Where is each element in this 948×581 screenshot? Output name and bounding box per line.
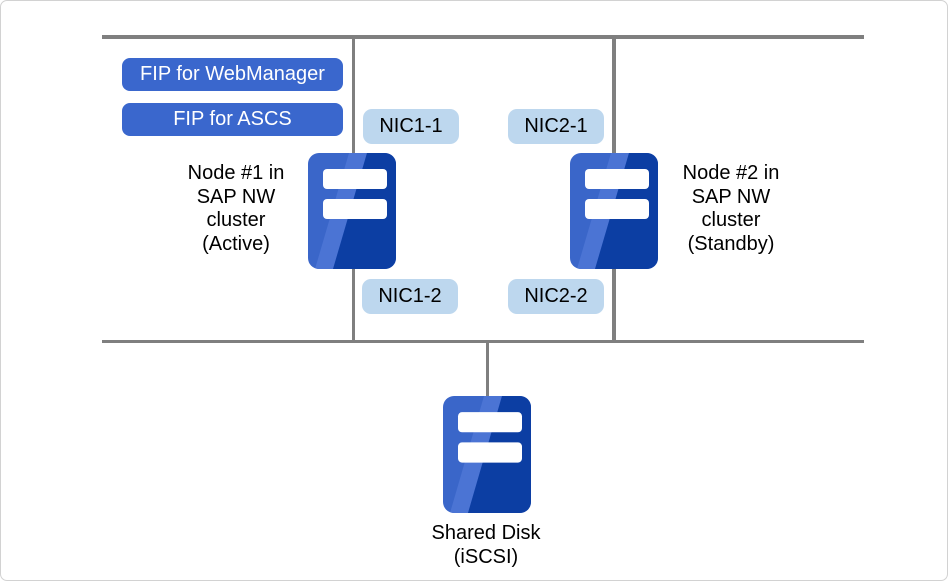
- node2-caption-line2: SAP NW: [691, 185, 771, 208]
- node2-caption-line3: cluster: [701, 209, 761, 231]
- shared-disk-caption: Shared Disk (iSCSI): [376, 522, 596, 569]
- node1-caption-line2: SAP NW: [196, 185, 276, 208]
- server-icon-shared-disk: [443, 396, 531, 513]
- fip-for-ascs-badge: FIP for ASCS: [122, 103, 343, 136]
- network-bus-top-line: [102, 35, 864, 39]
- shared-disk-caption-line2: (iSCSI): [453, 545, 519, 568]
- shared-disk-caption-line1: Shared Disk: [431, 522, 541, 544]
- node2-caption: Node #2 in SAP NW cluster (Standby): [621, 162, 841, 256]
- node1-caption-line1: Node #1 in: [187, 162, 285, 184]
- shared-disk-connector-line: [485, 341, 489, 398]
- node1-caption-line3: cluster: [206, 209, 266, 231]
- node1-caption-line4: (Active): [202, 232, 270, 255]
- nic2-1-label: NIC2-1: [508, 109, 604, 144]
- nic1-1-label: NIC1-1: [363, 109, 459, 144]
- network-bus-bottom-line: [102, 339, 864, 343]
- fip-for-webmanager-badge: FIP for WebManager: [122, 58, 343, 91]
- node2-caption-line4: (Standby): [687, 232, 775, 255]
- node1-caption: Node #1 in SAP NW cluster (Active): [126, 162, 346, 256]
- nic1-2-label: NIC1-2: [362, 279, 458, 314]
- node2-caption-line1: Node #2 in: [682, 162, 780, 184]
- nic2-2-label: NIC2-2: [508, 279, 604, 314]
